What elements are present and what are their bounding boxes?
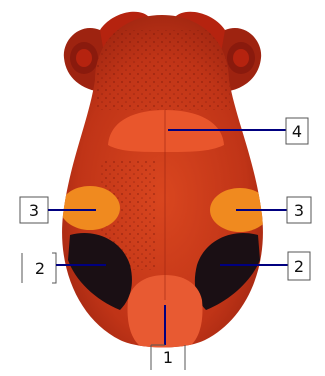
papillae-texture-upper: [95, 30, 230, 110]
root-left-gland-core: [76, 49, 92, 67]
callout-right-edge-label: 2: [294, 257, 304, 276]
region-side-left: [60, 186, 120, 230]
callout-left-side-label: 3: [29, 201, 39, 220]
callout-right-side-label: 3: [294, 201, 304, 220]
callout-tip-label: 1: [163, 348, 173, 367]
callout-left-edge-label: 2: [35, 259, 45, 278]
root-right-gland-core: [233, 49, 249, 67]
callout-back-label: 4: [292, 122, 302, 141]
